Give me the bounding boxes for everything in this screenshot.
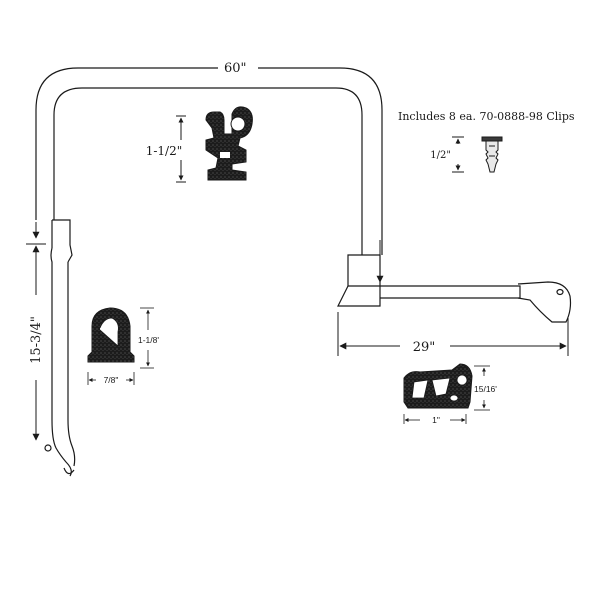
right-joint (347, 254, 381, 287)
dim-clip-height: 1/2" (430, 150, 451, 161)
main-profile-section (205, 106, 253, 181)
dim-small-profile-width: 7/8" (104, 375, 119, 385)
strip-outer-edge (35, 67, 383, 255)
weatherstrip-outline (35, 67, 572, 477)
dim-main-profile-height: 1-1/2" (146, 144, 183, 158)
clip-note: Includes 8 ea. 70-0888-98 Clips (398, 110, 575, 123)
dim-right-profile-width: 1" (432, 415, 440, 425)
dim-left-length: 15-3/4" (29, 316, 44, 364)
dim-small-profile-height: 1-1/8' (138, 335, 159, 345)
right-profile-section (403, 363, 490, 424)
strip-inner-edge (53, 87, 363, 255)
lower-run (380, 285, 521, 299)
dim-right-profile-height: 15/16' (474, 384, 497, 394)
dim-top-width: 60" (224, 61, 247, 76)
clip-part (452, 136, 503, 173)
d-profile-section (87, 307, 154, 385)
left-lower-leg (50, 247, 72, 477)
dimension-lines (26, 115, 569, 441)
left-joint (52, 219, 73, 263)
dim-lower-length: 29" (413, 340, 436, 355)
